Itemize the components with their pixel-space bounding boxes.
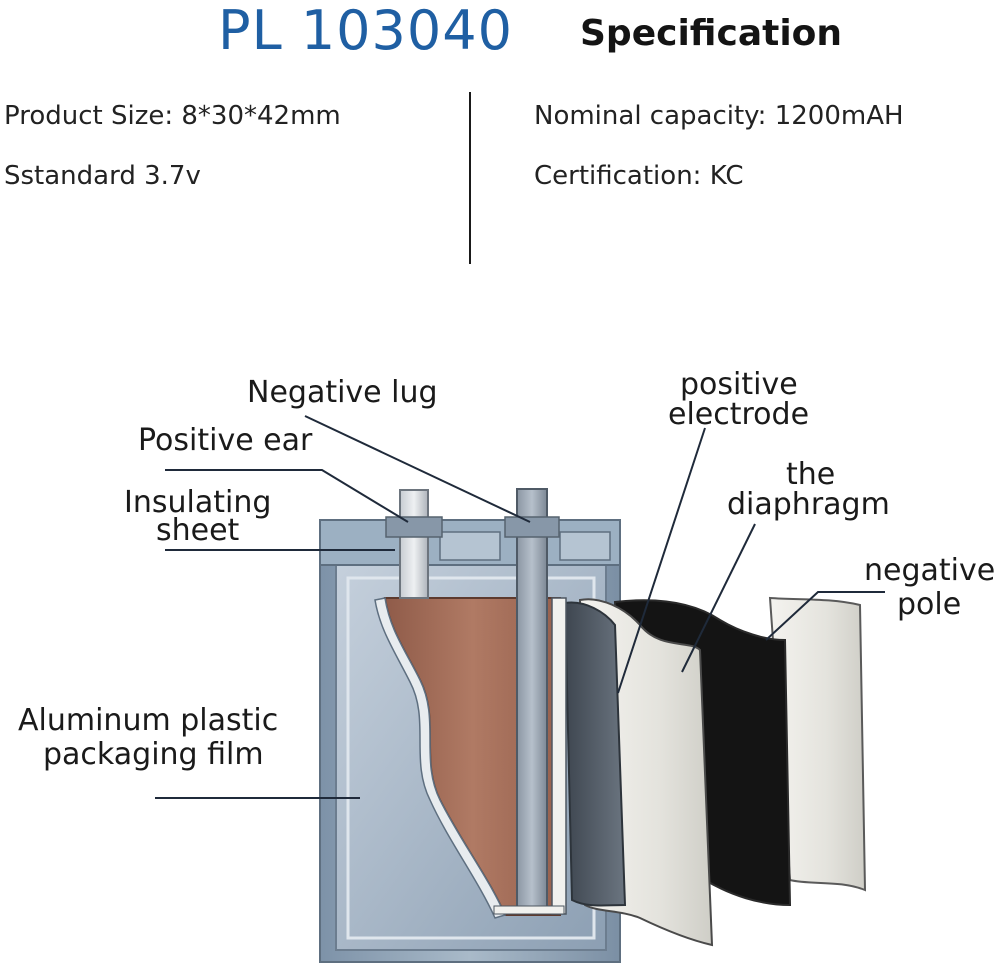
negative-lug-shape	[504, 488, 560, 910]
positive-electrode-label-line1: positive	[680, 367, 798, 402]
aluminum-film-label-line2: packaging film	[43, 737, 264, 772]
nominal-capacity-text: Nominal capacity: 1200mAH	[534, 101, 904, 131]
negative-lug-leader	[304, 415, 531, 523]
positive-ear-leader	[165, 469, 409, 523]
certification-text: Certification: KC	[534, 161, 744, 191]
aluminum-film-label-line1: Aluminum plastic	[18, 703, 279, 738]
electrode-layers-shape	[493, 596, 867, 947]
positive-electrode-leader	[617, 427, 706, 694]
model-number: PL 103040	[218, 0, 513, 62]
page-title: Specification	[580, 13, 843, 54]
negative-lug-label: Negative lug	[247, 375, 438, 410]
product-size-text: Product Size: 8*30*42mm	[4, 101, 341, 131]
diaphragm-label-line1: the	[786, 457, 836, 492]
insulating-sheet-label-line1: Insulating	[124, 485, 272, 520]
leader-lines	[155, 415, 885, 799]
diaphragm-label-line2: diaphragm	[727, 487, 890, 522]
negative-pole-label-line1: negative	[864, 553, 996, 588]
positive-ear-label: Positive ear	[138, 423, 313, 458]
negative-pole-label-line2: pole	[897, 587, 962, 622]
column-divider	[469, 92, 471, 264]
diaphragm-leader	[681, 523, 756, 673]
standard-voltage-text: Sstandard 3.7v	[4, 161, 201, 191]
positive-electrode-label-line2: electrode	[668, 397, 810, 432]
insulating-sheet-label-line2: sheet	[156, 513, 240, 548]
negative-pole-leader	[765, 591, 885, 641]
positive-ear-tab-shape	[385, 489, 443, 599]
